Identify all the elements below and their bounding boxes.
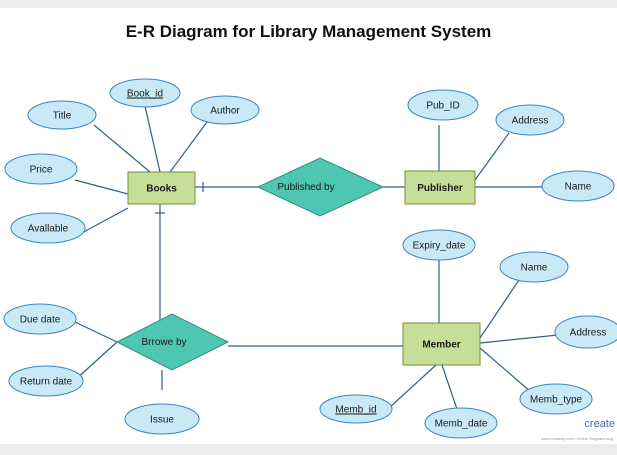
attribute-label: Memb_id [335,405,376,416]
entity-label: Books [146,184,177,195]
attribute-label: Avallable [28,224,69,235]
attribute-label: Issue [150,415,174,426]
connector-lines [74,105,559,416]
entity-label: Publisher [417,183,463,194]
attribute-publisher-name [541,170,615,202]
attribute-label: Return date [20,377,73,388]
attribute-label: Memb_date [435,419,488,430]
entity-member: Member [402,322,481,366]
attribute-label: Address [570,328,607,339]
attribute-label: Title [53,111,72,122]
diagram-canvas: E-R Diagram for Library Management Syste… [0,8,617,444]
attribute-book-id [109,78,181,108]
attribute-label: Name [565,182,592,193]
attribute-expiry-date [402,229,476,261]
er-diagram: Published by Brrowe by Books Publisher M… [3,78,617,439]
attribute-return-date [8,365,84,397]
attribute-member-name [499,251,569,283]
relationship-published-by: Published by [256,157,385,217]
attribute-due-date [3,303,77,335]
attribute-label: Author [210,106,240,117]
attribute-label: Expiry_date [413,241,466,252]
diagram-title: E-R Diagram for Library Management Syste… [125,22,492,41]
attribute-available [10,212,86,244]
entity-books: Books [127,171,196,205]
attribute-label: Address [512,116,549,127]
attribute-label: Memb_type [530,395,583,406]
attribute-label: Name [521,263,548,274]
attribute-memb-type [519,383,593,415]
relationship-borrowed-by: Brrowe by [115,313,230,371]
attribute-title [27,100,97,130]
attribute-label: Book_id [127,89,163,100]
attribute-issue [124,403,200,435]
attribute-ovals [3,78,617,439]
attribute-member-address [554,315,617,349]
relationship-label: Brrowe by [141,337,186,348]
attribute-price [4,153,78,185]
relationship-label: Published by [277,182,334,193]
attribute-label: Price [30,165,53,176]
watermark-tagline: www.creately.com • Online Diagramming [540,436,613,441]
attribute-author [190,95,260,125]
entity-publisher: Publisher [404,170,476,205]
attribute-memb-date [424,407,498,439]
watermark-logo: create [584,418,615,430]
attribute-label: Pub_ID [426,101,459,112]
attribute-pub-id [407,89,479,121]
entity-label: Member [422,340,460,351]
attribute-label: Due date [20,315,61,326]
attribute-publisher-address [495,104,565,136]
attribute-memb-id [319,394,393,424]
